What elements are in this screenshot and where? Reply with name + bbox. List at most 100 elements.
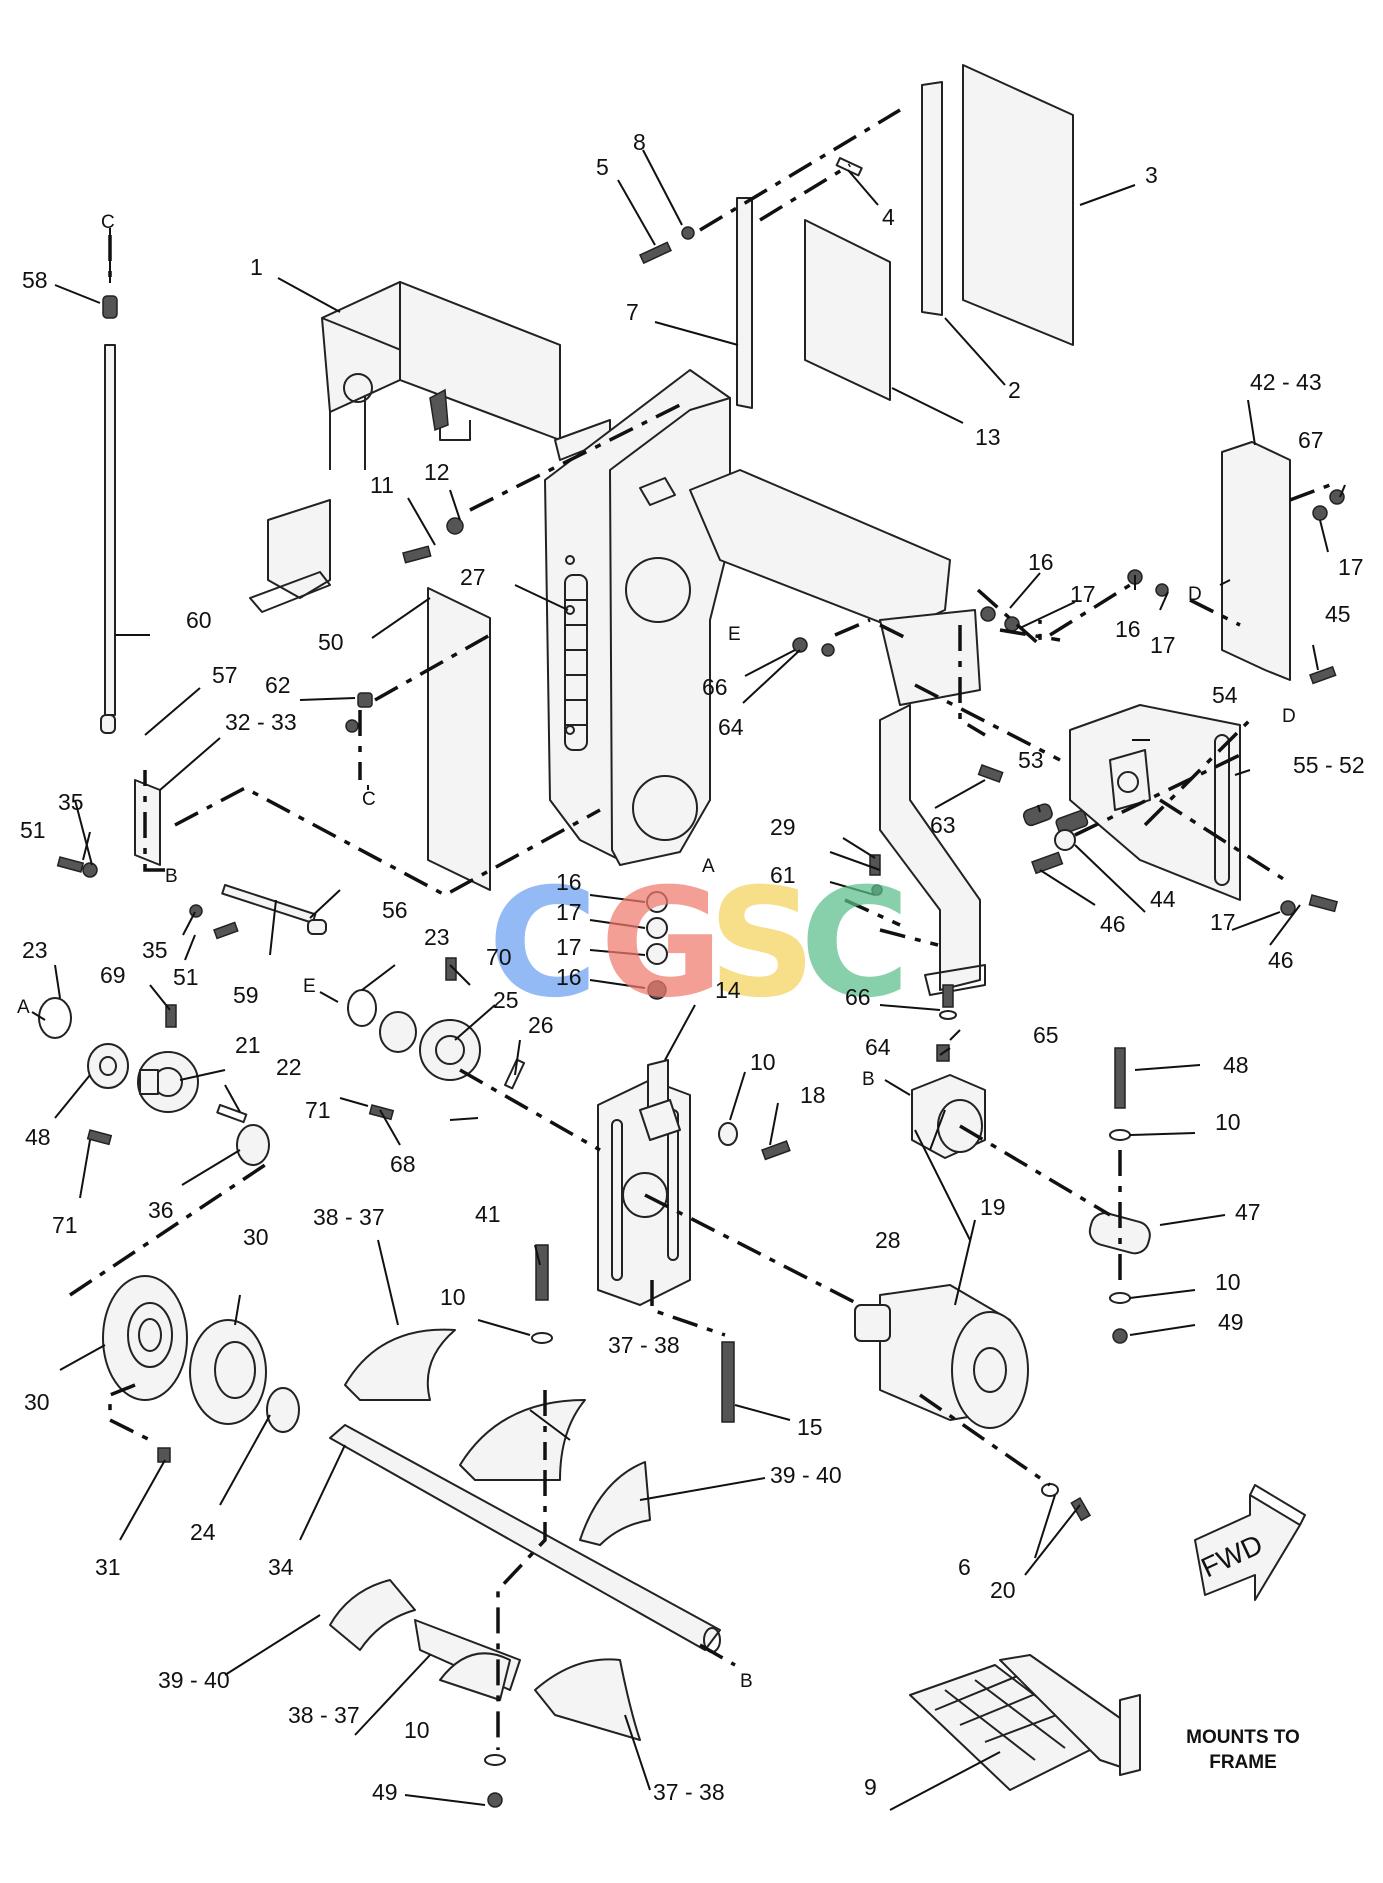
callout-68: 68 [390, 1151, 416, 1177]
callout-22: 22 [276, 1054, 302, 1080]
callout-51-b: 51 [173, 964, 199, 990]
callout-46-a: 46 [1100, 911, 1126, 937]
callout-17-c: 17 [1070, 581, 1096, 607]
ref-letter-b-shaft: B [740, 1671, 753, 1692]
callout-61: 61 [770, 862, 796, 888]
callout-69: 69 [100, 962, 126, 988]
callout-32-33: 32 - 33 [225, 709, 297, 735]
callout-49-b: 49 [372, 1779, 398, 1805]
callout-47: 47 [1235, 1199, 1261, 1225]
frame-weldment [249, 281, 611, 613]
watermark-letter-3: S [708, 857, 816, 1031]
sprocket-upper [419, 1019, 481, 1081]
callout-60: 60 [186, 607, 212, 633]
callout-8: 8 [633, 129, 646, 155]
callout-10-a: 10 [440, 1284, 466, 1310]
callout-67: 67 [1298, 427, 1324, 453]
callout-64-b: 64 [865, 1034, 891, 1060]
callout-24: 24 [190, 1519, 216, 1545]
ref-letter-e-sprocket: E [303, 976, 316, 997]
callout-50: 50 [318, 629, 344, 655]
callout-34: 34 [268, 1554, 294, 1580]
callout-15: 15 [797, 1414, 823, 1440]
callout-21: 21 [235, 1032, 261, 1058]
callout-16-a: 16 [556, 869, 582, 895]
callout-38-37-b: 38 - 37 [288, 1702, 360, 1728]
callout-48-b: 48 [25, 1124, 51, 1150]
callout-9: 9 [864, 1774, 877, 1800]
callout-71-b: 71 [305, 1097, 331, 1123]
callout-38-37-a: 38 - 37 [313, 1204, 385, 1230]
pivot-sleeve [1088, 1212, 1151, 1255]
spacer-washer [379, 1011, 417, 1053]
callout-54: 54 [1212, 682, 1238, 708]
callout-26: 26 [528, 1012, 554, 1038]
callout-11: 11 [370, 472, 394, 498]
ref-letter-b-bracket: B [165, 866, 178, 887]
callout-44: 44 [1150, 886, 1176, 912]
callout-17-e: 17 [1338, 554, 1364, 580]
callout-17-b: 17 [556, 934, 582, 960]
drive-rod [104, 344, 116, 716]
ref-letter-e-case: E [728, 624, 741, 645]
idler-pulley [189, 1319, 267, 1425]
reference-letters: C C A A B B B D D E E [17, 212, 1296, 1692]
strap [736, 197, 753, 409]
callout-42-43: 42 - 43 [1250, 369, 1322, 395]
hydraulic-motor [854, 1284, 1029, 1429]
callout-2: 2 [1008, 377, 1021, 403]
callout-16-b: 16 [556, 964, 582, 990]
callout-58: 58 [22, 267, 48, 293]
callout-28: 28 [875, 1227, 901, 1253]
callout-55-52: 55 - 52 [1293, 752, 1365, 778]
callout-39-40-b: 39 - 40 [158, 1667, 230, 1693]
cover-plate [804, 219, 891, 401]
callout-23-a: 23 [22, 937, 48, 963]
callout-29: 29 [770, 814, 796, 840]
callout-1: 1 [250, 254, 263, 280]
ref-letter-c-top: C [101, 212, 115, 233]
forward-direction-arrow: FWD [1194, 1484, 1306, 1601]
callout-66-a: 66 [702, 674, 728, 700]
mounting-bar [921, 81, 943, 316]
callout-70: 70 [486, 944, 512, 970]
note-line-1: MOUNTS TO [1186, 1727, 1300, 1748]
callout-17-a: 17 [556, 899, 582, 925]
callout-10-c: 10 [1215, 1269, 1241, 1295]
watermark-letter-4: C [800, 857, 910, 1031]
slotted-plate [1069, 704, 1241, 901]
callout-66-b: 66 [845, 984, 871, 1010]
callout-3: 3 [1145, 162, 1158, 188]
watermark: C G S C [488, 857, 910, 1031]
callout-31: 31 [95, 1554, 121, 1580]
callout-49-a: 49 [1218, 1309, 1244, 1335]
ref-letter-b-bearing: B [862, 1069, 875, 1090]
callout-25: 25 [493, 987, 519, 1013]
callout-17-f: 17 [1210, 909, 1236, 935]
flat-washer [87, 1043, 129, 1089]
auger-paddles [329, 1328, 651, 1741]
callout-16-c: 16 [1028, 549, 1054, 575]
callout-37-38-a: 37 - 38 [608, 1332, 680, 1358]
callout-10-e: 10 [404, 1717, 430, 1743]
callout-46-b: 46 [1268, 947, 1294, 973]
callout-4: 4 [882, 204, 895, 230]
callout-5: 5 [596, 154, 609, 180]
callout-62: 62 [265, 672, 291, 698]
support-bracket [134, 779, 161, 866]
side-bracket [1221, 441, 1291, 681]
callout-45: 45 [1325, 601, 1351, 627]
callout-27: 27 [460, 564, 486, 590]
discharge-arm [689, 469, 986, 996]
callout-20: 20 [990, 1577, 1016, 1603]
flange-bearing [102, 1275, 188, 1401]
callout-7: 7 [626, 299, 639, 325]
side-cover [427, 587, 491, 891]
step-grate [909, 1654, 1141, 1791]
ref-letter-c-bottom: C [362, 789, 376, 810]
mounting-note: MOUNTS TO FRAME [1186, 1727, 1300, 1773]
ref-letter-a-left: A [17, 997, 30, 1018]
thrust-washer [236, 1124, 270, 1166]
wear-plate [962, 64, 1074, 346]
callout-19: 19 [980, 1194, 1006, 1220]
